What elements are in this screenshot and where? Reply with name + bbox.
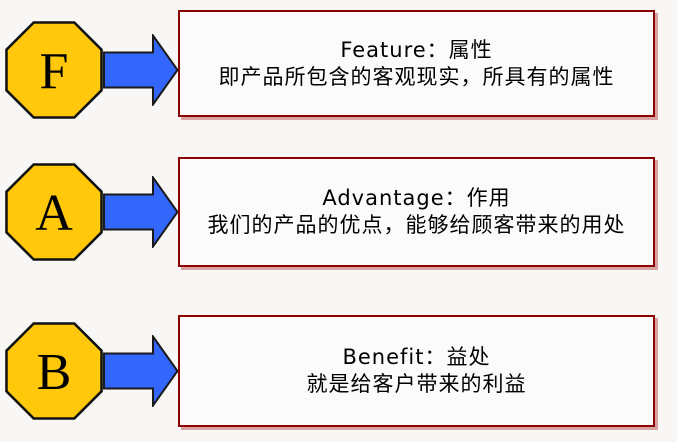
definition-box-advantage: Advantage：作用 我们的产品的优点，能够给顾客带来的用处 — [178, 157, 655, 267]
octagon-letter: F — [39, 42, 69, 100]
box-title: Benefit：益处 — [342, 345, 491, 369]
fab-row-feature: F Feature：属性 即产品所包含的客观现实，所具有的属性 — [0, 10, 655, 119]
octagon-feature: F — [5, 20, 103, 119]
octagon-letter: B — [36, 344, 72, 401]
box-title: Feature：属性 — [340, 37, 493, 62]
octagon-advantage: A — [5, 163, 103, 261]
box-description: 我们的产品的优点，能够给顾客带来的用处 — [207, 213, 626, 237]
octagon-shape-icon — [5, 322, 103, 420]
box-description: 即产品所包含的客观现实，所具有的属性 — [218, 64, 615, 89]
fab-row-advantage: A Advantage：作用 我们的产品的优点，能够给顾客带来的用处 — [0, 157, 655, 267]
fab-row-benefit: B Benefit：益处 就是给客户带来的利益 — [0, 315, 655, 427]
box-description: 就是给客户带来的利益 — [306, 372, 527, 396]
octagon-shape-icon — [5, 163, 103, 261]
octagon-letter: A — [35, 185, 73, 242]
right-arrow-icon — [103, 33, 179, 106]
right-arrow-icon — [103, 335, 179, 407]
definition-box-feature: Feature：属性 即产品所包含的客观现实，所具有的属性 — [178, 10, 655, 117]
definition-box-benefit: Benefit：益处 就是给客户带来的利益 — [178, 315, 655, 427]
octagon-benefit: B — [5, 322, 103, 420]
right-arrow-icon — [103, 176, 179, 248]
octagon-shape-icon — [5, 20, 103, 119]
box-title: Advantage：作用 — [322, 186, 511, 210]
